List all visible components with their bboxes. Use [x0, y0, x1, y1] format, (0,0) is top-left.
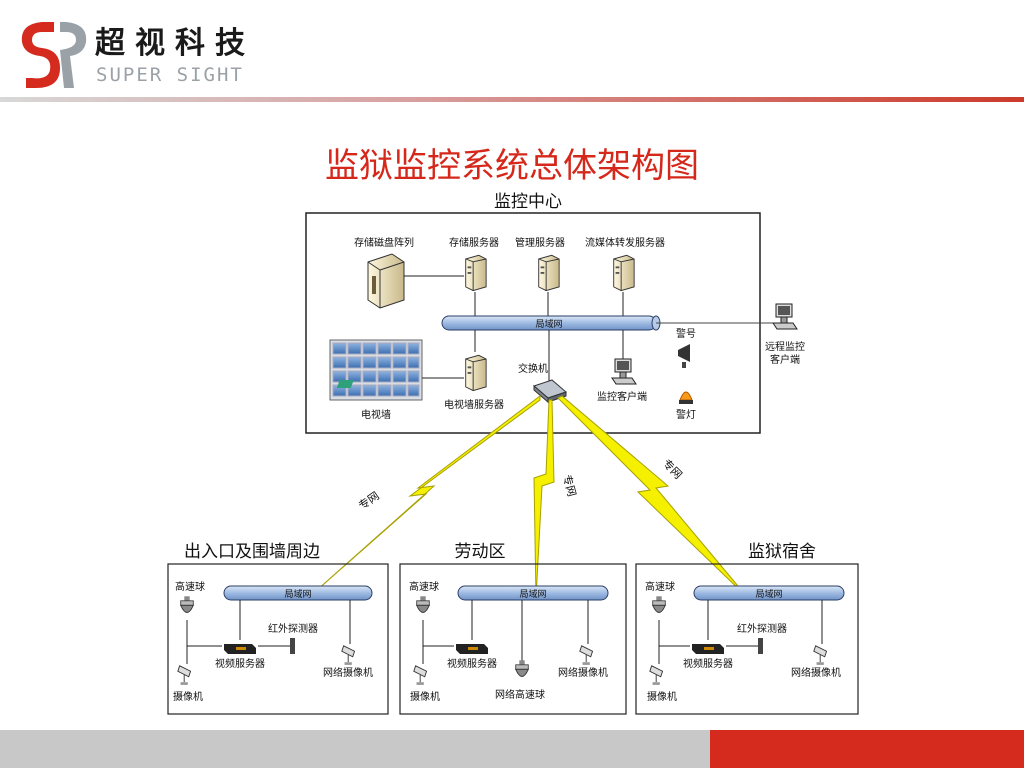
video-server-icon — [456, 644, 488, 654]
video-server-icon — [692, 644, 724, 654]
ir-detector-icon — [758, 638, 763, 654]
monitor-client-icon — [611, 358, 637, 385]
dome-camera-icon — [652, 596, 666, 613]
siren-label: 警号 — [676, 327, 696, 340]
link-label-left: 专网 — [356, 488, 382, 512]
private-links — [307, 394, 749, 599]
lightning-link-middle — [533, 399, 555, 599]
architecture-diagram: 监控中心 存储磁盘阵列 存储服务器 管理服务器 流媒体转发服务器 局域网 远程监… — [167, 192, 859, 715]
alarm-light-icon — [679, 391, 693, 404]
ir-detector-label: 红外探测器 — [268, 622, 318, 635]
remote-client-label-1: 远程监控 — [765, 340, 805, 353]
site-title: 出入口及围墙周边 — [184, 542, 320, 562]
analog-camera-label: 摄像机 — [410, 690, 440, 703]
switch-icon — [533, 379, 567, 404]
network-dome-label: 网络高速球 — [495, 688, 545, 701]
footer-bar-red — [710, 730, 1024, 768]
ip-camera-icon — [813, 645, 828, 666]
remote-client-icon — [772, 303, 798, 330]
site-lan-label: 局域网 — [755, 588, 782, 600]
analog-camera-icon — [177, 665, 192, 686]
analog-camera-label: 摄像机 — [647, 690, 677, 703]
site-lan-bus — [223, 585, 373, 601]
decoder-card-icon — [336, 380, 354, 388]
tv-wall-icon — [329, 339, 423, 401]
network-dome-icon — [515, 660, 529, 677]
lightning-link-left — [307, 394, 541, 599]
dome-camera-icon — [180, 596, 194, 613]
site-dormitory: 监狱宿舍 局域网 高速球 视频服务器 红外探测器 网络摄像机 摄像机 — [635, 542, 859, 715]
monitoring-center-title: 监控中心 — [494, 192, 562, 212]
footer-bar-gray — [0, 730, 710, 768]
video-server-label: 视频服务器 — [683, 657, 733, 670]
tv-wall-server-label: 电视墙服务器 — [444, 398, 504, 411]
link-label-right: 专网 — [660, 456, 685, 481]
link-label-middle: 专网 — [560, 473, 579, 498]
ip-camera-icon — [341, 645, 356, 666]
logo-chinese-name: 超视科技 — [95, 26, 255, 61]
video-server-label: 视频服务器 — [215, 657, 265, 670]
analog-camera-icon — [413, 665, 428, 686]
site-lan-bus — [693, 585, 845, 601]
storage-array-label: 存储磁盘阵列 — [354, 236, 414, 249]
video-server-icon — [224, 644, 256, 654]
management-server-label: 管理服务器 — [515, 236, 565, 249]
monitor-client-label: 监控客户端 — [597, 390, 647, 403]
storage-array-icon — [367, 253, 405, 309]
dome-label: 高速球 — [175, 580, 205, 593]
analog-camera-icon — [649, 665, 664, 686]
center-lan-bus — [441, 315, 661, 331]
tv-wall-label: 电视墙 — [361, 408, 391, 421]
analog-camera-label: 摄像机 — [173, 690, 203, 703]
ip-camera-label: 网络摄像机 — [791, 666, 841, 679]
ir-detector-icon — [290, 638, 295, 654]
logo-mark-icon — [21, 22, 87, 88]
site-lan-bus — [457, 585, 609, 601]
company-logo — [12, 10, 272, 90]
site-title: 劳动区 — [455, 542, 506, 562]
header-rule — [0, 97, 1024, 102]
site-entrance: 出入口及围墙周边 局域网 高速球 视频服务器 红外探测器 网络摄像机 摄像机 — [167, 542, 389, 715]
siren-icon — [678, 344, 690, 368]
switch-label: 交换机 — [518, 362, 548, 375]
alarm-light-label: 警灯 — [676, 408, 696, 421]
site-title: 监狱宿舍 — [748, 542, 816, 562]
site-work-area: 劳动区 局域网 高速球 视频服务器 网络高速球 网络摄像机 摄像机 — [399, 542, 627, 715]
site-lan-label: 局域网 — [519, 588, 546, 600]
dome-label: 高速球 — [409, 580, 439, 593]
stream-server-icon — [613, 254, 635, 292]
ir-detector-label: 红外探测器 — [737, 622, 787, 635]
logo-english-name: SUPER SIGHT — [96, 64, 244, 86]
video-server-label: 视频服务器 — [447, 657, 497, 670]
dome-camera-icon — [416, 596, 430, 613]
storage-server-label: 存储服务器 — [449, 236, 499, 249]
ip-camera-label: 网络摄像机 — [323, 666, 373, 679]
ip-camera-icon — [579, 645, 594, 666]
slide-title: 监狱监控系统总体架构图 — [325, 146, 699, 186]
management-server-icon — [538, 254, 560, 292]
remote-client-label-2: 客户端 — [770, 353, 800, 366]
lightning-link-right — [557, 395, 749, 599]
ip-camera-label: 网络摄像机 — [558, 666, 608, 679]
tv-wall-server-icon — [465, 354, 487, 392]
site-lan-label: 局域网 — [284, 588, 311, 600]
center-lan-label: 局域网 — [535, 318, 562, 330]
storage-server-icon — [465, 254, 487, 292]
dome-label: 高速球 — [645, 580, 675, 593]
stream-server-label: 流媒体转发服务器 — [585, 236, 665, 249]
